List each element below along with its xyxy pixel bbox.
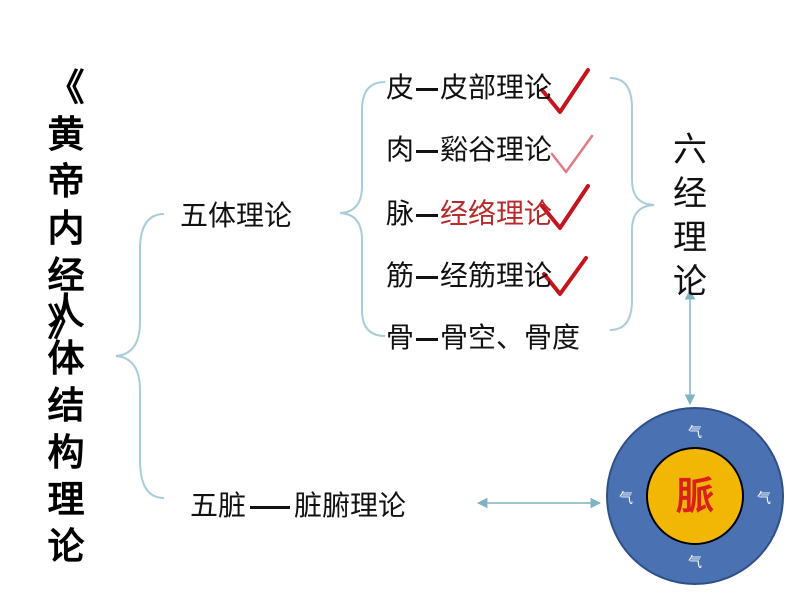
qi-top: 气 [688,425,702,441]
item-head: 筋 [386,259,415,292]
item-tail: 骨空、骨度 [440,321,581,354]
check-icon [550,134,594,174]
wuti-item-rou: 肉谿谷理论 [386,128,552,168]
title-char: 》 [47,301,85,344]
wuti-item-mai: 脉经络理论 [386,192,552,232]
title-char: 构 [47,431,85,474]
dash [416,214,439,217]
title-char: 内 [47,207,85,250]
title-char: 经 [47,254,85,297]
title-char: 理 [47,478,85,521]
wuti-item-jin: 筋经筋理论 [386,254,552,294]
liujing-char: 经 [673,174,707,214]
title-line-2: 人 体 结 构 理 论 [44,288,88,570]
qi-right: 气 [757,491,771,507]
qi-left: 气 [619,491,633,507]
wuzang-head: 五脏 [190,489,247,522]
wuti-item-pi: 皮皮部理论 [386,66,552,106]
wuzang-tail: 脏腑理论 [294,489,407,522]
wuti-item-gu: 骨骨空、骨度 [386,316,580,356]
item-head: 肉 [386,133,415,166]
inner-circle [646,447,744,545]
title-char: 黄 [47,113,85,156]
dash [250,506,291,509]
wuti-brace [339,81,386,337]
item-tail: 谿谷理论 [440,133,553,166]
left-big-brace [115,213,165,499]
wuti-label: 五体理论 [180,199,293,232]
liujing-label: 六 经 理 论 [670,128,710,304]
title-char: 帝 [47,160,85,203]
wuzang-row: 五脏 脏腑理论 [190,484,406,524]
item-head: 皮 [386,71,415,104]
circle-center-char: 脈 [675,473,714,518]
title-char: 人 [47,290,85,333]
title-char: 体 [47,337,85,380]
check-icon [540,68,590,114]
item-head: 脉 [386,197,415,230]
liujing-char: 理 [673,218,707,258]
item-tail: 皮部理论 [440,71,553,104]
title-char: 论 [47,525,85,568]
liujing-char: 论 [673,262,707,302]
check-icon [540,184,590,230]
title-char: 结 [47,384,85,427]
dash [416,88,439,91]
liujing-char: 六 [673,130,707,170]
right-brace [609,77,655,331]
title-line-1: 《 黄 帝 内 经 》 [44,64,88,346]
check-icon [542,256,588,296]
item-head: 骨 [386,321,415,354]
title-char: 《 [47,66,85,109]
qi-bottom: 气 [688,555,702,571]
item-tail-highlight: 经络理论 [440,197,553,230]
item-tail: 经筋理论 [440,259,553,292]
dash [416,338,439,341]
dash [416,276,439,279]
dash [416,150,439,153]
